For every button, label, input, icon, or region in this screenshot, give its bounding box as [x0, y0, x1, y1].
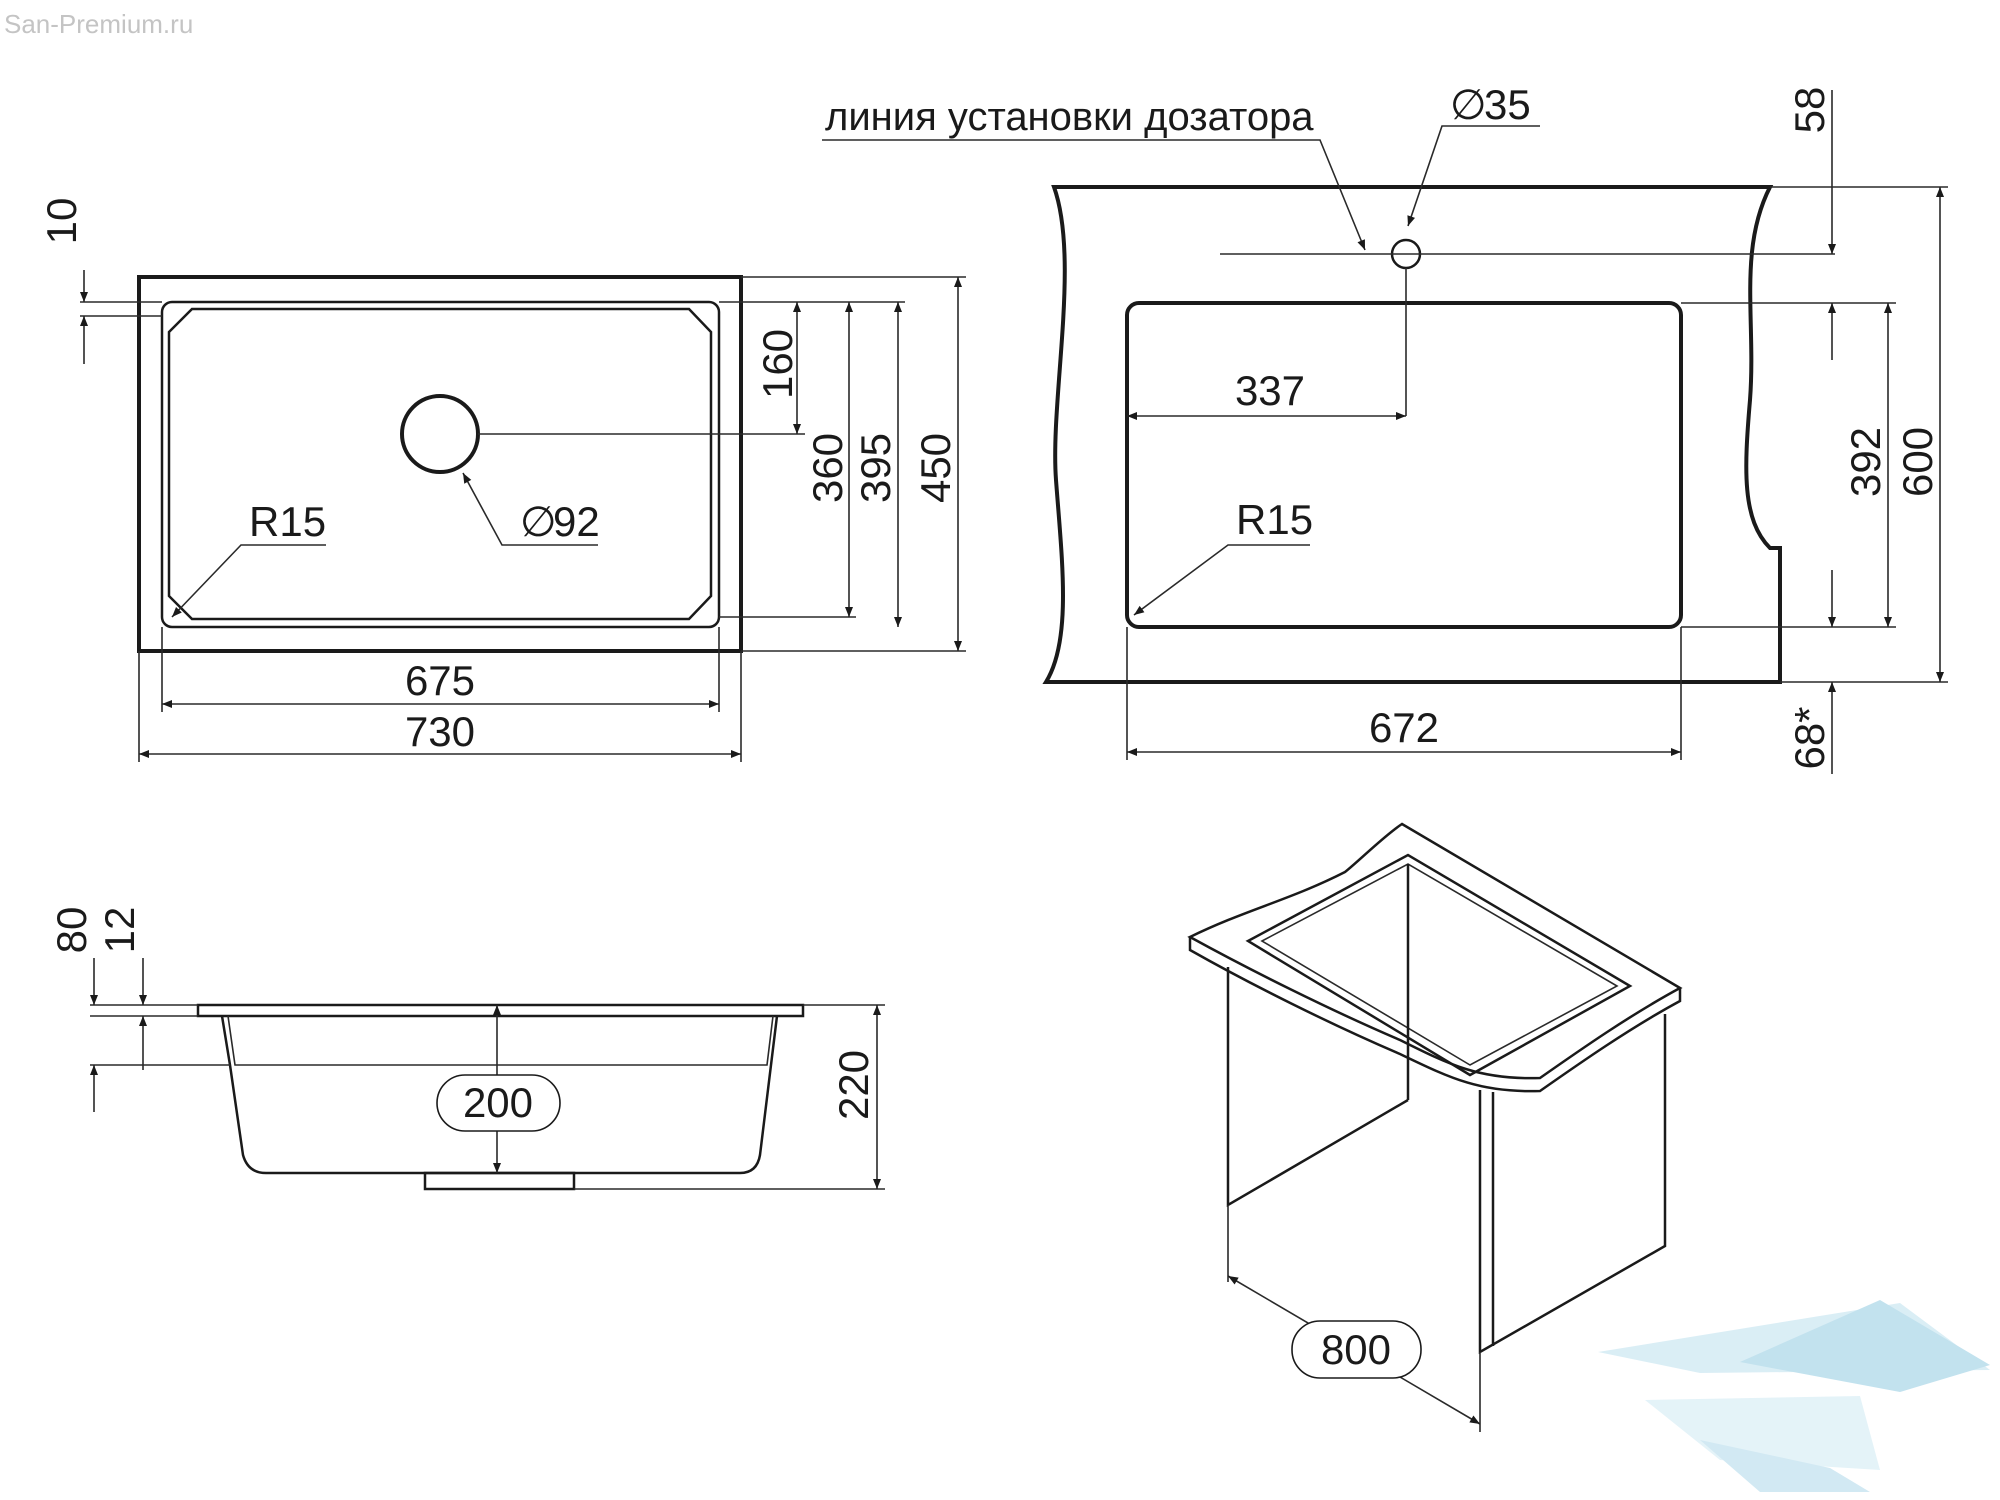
- dim-360-label: 360: [804, 433, 851, 503]
- dim-12-label: 12: [96, 907, 143, 954]
- drain-diameter-label: 92: [553, 498, 600, 545]
- cabinet-view: 800: [1187, 822, 1683, 1432]
- dim-450-label: 450: [912, 433, 959, 503]
- side-view: 200 80 12 220: [48, 907, 885, 1191]
- dim-800-badge: [1291, 1320, 1422, 1379]
- dim-392-label: 392: [1842, 427, 1889, 497]
- countertop-opening: [1245, 853, 1633, 1077]
- dim-200-badge: [436, 1074, 561, 1132]
- cabinet-right-panel: [1478, 1014, 1667, 1355]
- dim-395-label: 395: [852, 433, 899, 503]
- dim-337-label: 337: [1235, 367, 1305, 414]
- sink-outer-rim: [137, 275, 743, 653]
- dim-68-label: 68*: [1786, 706, 1833, 769]
- dim-730-label: 730: [405, 708, 475, 755]
- top-view: 10 160 360 395 450 R15 ∅ 92 675 730: [38, 198, 966, 762]
- countertop-outline: [1042, 185, 1782, 684]
- sink-flange: [196, 1003, 805, 1018]
- drain-hole: [400, 394, 480, 474]
- dim-160-label: 160: [754, 329, 801, 399]
- dim-675-label: 675: [405, 657, 475, 704]
- dim-220-label: 220: [830, 1050, 877, 1120]
- sink-bowl-outer: [160, 300, 721, 629]
- dim-10-label: 10: [38, 198, 85, 245]
- dim-600-label: 600: [1894, 427, 1941, 497]
- diameter-symbol: ∅: [520, 498, 557, 545]
- hole-diameter-label: 35: [1484, 81, 1531, 128]
- watermark-text: San-Premium.ru: [4, 9, 194, 39]
- drain-outlet: [423, 1171, 576, 1191]
- cutout-radius-label: R15: [1236, 496, 1313, 543]
- dim-200-label: 200: [463, 1079, 533, 1126]
- cutout-opening: [1125, 301, 1683, 629]
- dim-672-label: 672: [1369, 704, 1439, 751]
- logo-watermark: [1598, 1300, 1990, 1492]
- dim-80-label: 80: [48, 907, 95, 954]
- diameter-symbol: ∅: [1450, 81, 1487, 128]
- sink-bowl-inner: [167, 307, 713, 621]
- cutout-view: линия установки дозатора ∅ 35 58 337 R15…: [822, 81, 1948, 774]
- radius-label: R15: [249, 498, 326, 545]
- dim-58-label: 58: [1786, 87, 1833, 134]
- dim-800-label: 800: [1321, 1326, 1391, 1373]
- dispenser-line-label: линия установки дозатора: [825, 95, 1314, 139]
